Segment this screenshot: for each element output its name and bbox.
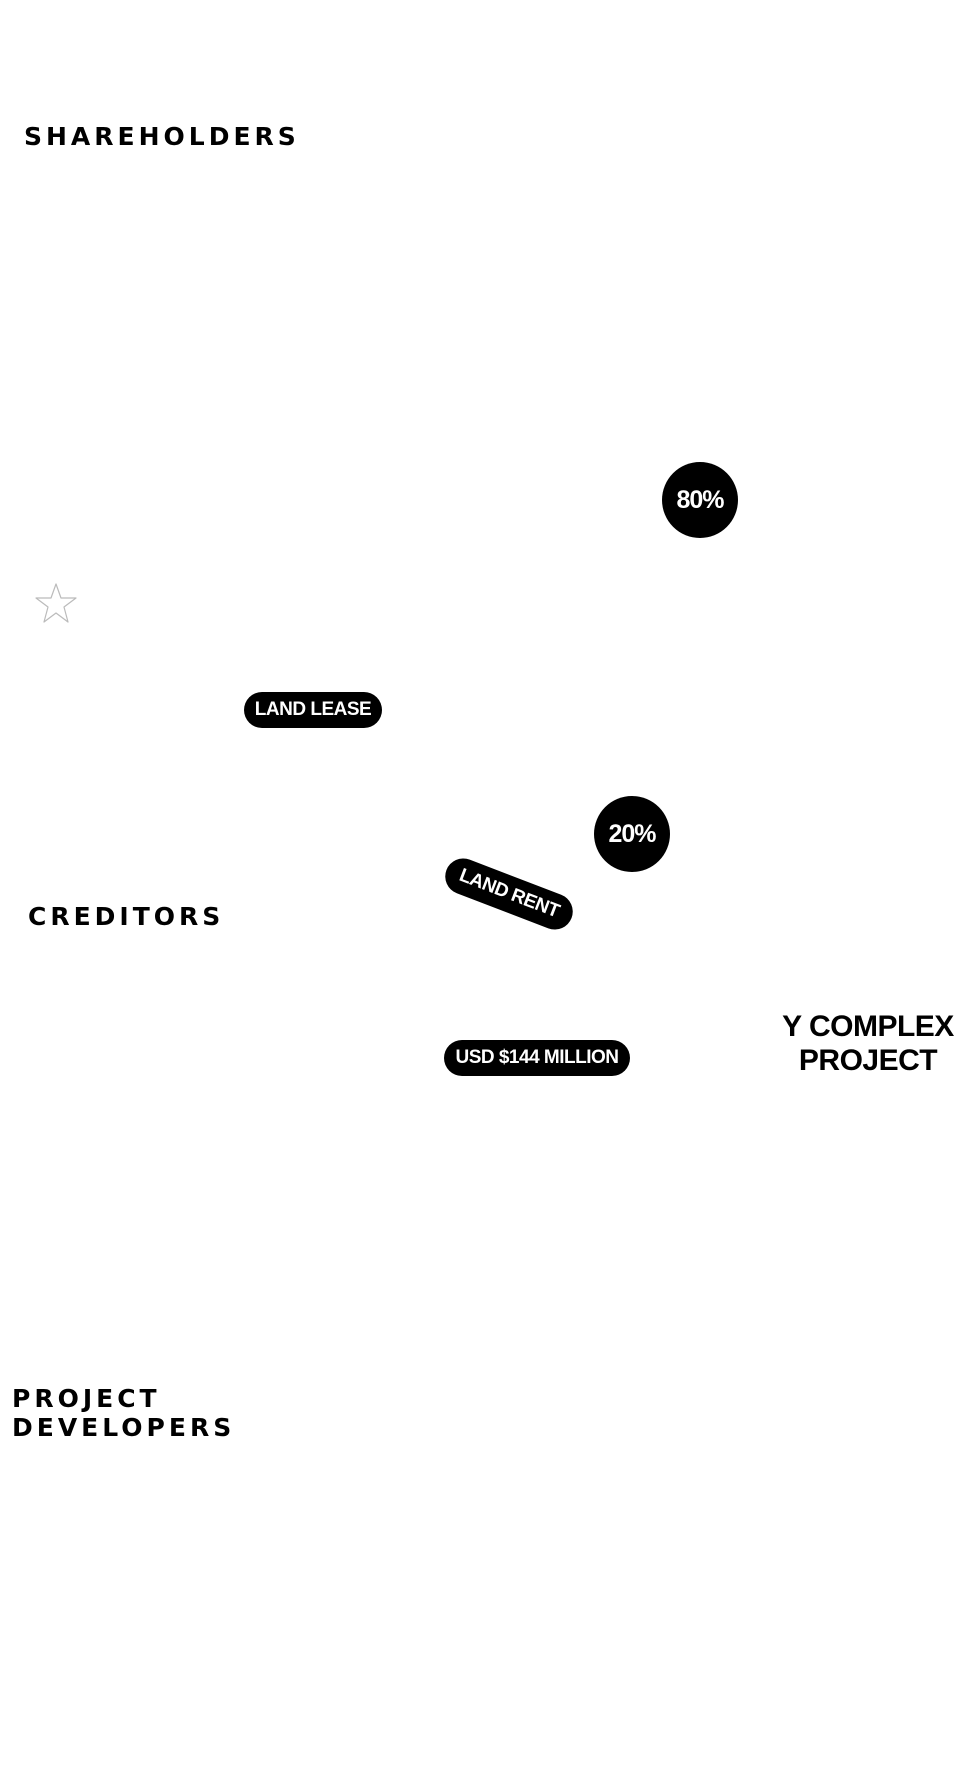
project-title-line1: Y COMPLEX [782,1010,954,1043]
land-rent-pill: LAND RENT [439,853,579,935]
star-outline-icon[interactable] [34,582,78,626]
project-developers-label: PROJECT DEVELOPERS [12,1384,235,1442]
creditors-label: CREDITORS [28,902,225,931]
share-80-badge: 80% [662,462,738,538]
land-lease-pill: LAND LEASE [244,692,382,728]
project-title-line2: PROJECT [798,1044,938,1077]
share-20-badge: 20% [594,796,670,872]
shareholders-label: SHAREHOLDERS [24,122,300,151]
project-developers-line2: DEVELOPERS [12,1413,236,1442]
project-title: Y COMPLEX PROJECT [778,1010,958,1078]
loan-amount-pill: USD $144 MILLION [444,1040,630,1076]
project-developers-line1: PROJECT [12,1384,161,1413]
